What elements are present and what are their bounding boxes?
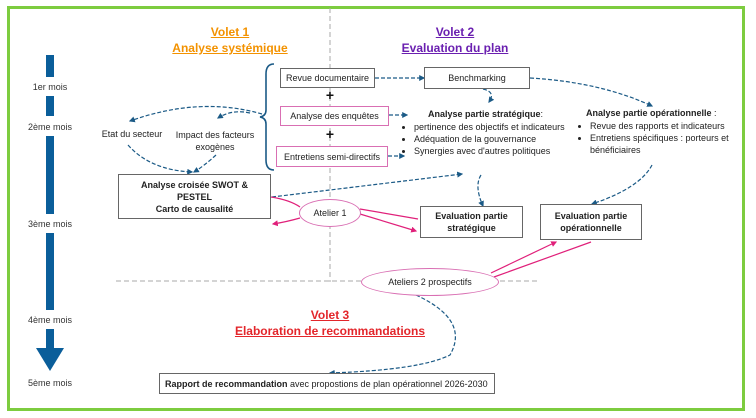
atelier1-ellipse: Atelier 1 [299,199,361,227]
swot-line2: PESTEL [176,191,212,202]
rapport-box: Rapport de recommandation avec propostio… [159,373,495,394]
arrow-benchmarking-operationnelle [529,77,654,107]
ateliers2-ellipse: Ateliers 2 prospectifs [361,268,499,296]
month-label: 1er mois [32,82,68,92]
arrow-strategique-eval [477,174,484,208]
etat-secteur-label: Etat du secteur [101,129,163,139]
arrow-swot-strategique [271,171,464,198]
arrow-operationnelle-eval [590,164,653,206]
source-brace [259,63,275,171]
revue-documentaire-box: Revue documentaire [280,68,375,88]
operationnelle-heading-suffix: : [711,108,717,118]
swot-pestel-box: Analyse croisée SWOT & PESTEL Carto de c… [118,174,271,219]
volet2-label: Volet 2 [435,25,475,39]
eval-strat-line2: stratégique [447,223,496,233]
rapport-description: avec propostions de plan opérationnel 20… [287,378,488,389]
analyse-enquetes-box: Analyse des enquêtes [280,106,389,126]
timeline-bar [46,233,54,310]
timeline-bar [46,329,54,349]
month-label: 2ème mois [27,122,72,132]
rapport-title: Rapport de recommandation [165,378,288,389]
eval-oper-line2: opérationnelle [560,223,622,233]
evaluation-strategique-box: Evaluation partie stratégique [420,206,523,238]
list-item: Adéquation de la gouvernance [414,133,574,145]
eval-oper-line1: Evaluation partie [554,211,628,221]
strategique-heading-text: Analyse partie stratégique [428,109,541,119]
list-item: Entretiens spécifiques : porteurs et bén… [590,132,740,156]
strategique-list: pertinence des objectifs et indicateurs … [402,121,574,157]
list-item: Synergies avec d'autres politiques [414,145,574,157]
operationnelle-heading: Analyse partie opérationnelle : [586,108,717,118]
volet1-title: Volet 1 Analyse systémique [160,24,300,56]
plus-icon: + [325,126,335,142]
strategique-heading-suffix: : [540,109,544,119]
list-item: Revue des rapports et indicateurs [590,120,740,132]
volet2-subtitle: Evaluation du plan [401,41,509,55]
arrow-ateliers2-rapport [328,294,456,376]
swot-line3: Carto de causalité [155,203,234,214]
timeline-bar [46,55,54,77]
benchmarking-box: Benchmarking [424,67,530,89]
month-label: 5ème mois [27,378,72,388]
operationnelle-list: Revue des rapports et indicateurs Entret… [578,120,740,156]
link-ateliers2-eval-oper [493,241,592,278]
volet1-label: Volet 1 [210,25,250,39]
timeline-bar [46,136,54,214]
volet3-subtitle: Elaboration de recommandations [234,324,426,338]
arrow-benchmarking-strategique [482,88,495,103]
volet3-title: Volet 3 Elaboration de recommandations [220,307,440,339]
plus-icon: + [325,87,335,103]
strategique-heading: Analyse partie stratégique: [428,109,543,119]
month-label: 4ème mois [27,315,72,325]
entretiens-box: Entretiens semi-directifs [276,146,388,167]
link-swot-atelier1 [270,196,301,208]
month-label: 3ème mois [27,219,72,229]
arrow-impact-swot [192,154,217,173]
swot-line1: Analyse croisée SWOT & [140,179,249,190]
arrow-atelier1-eval [359,213,418,233]
arrow-brace-impact [216,111,251,119]
arrow-brace-etat [128,105,263,123]
list-item: pertinence des objectifs et indicateurs [414,121,574,133]
impact-facteurs-label: Impact des facteurs exogènes [170,129,260,153]
volet1-subtitle: Analyse systémique [172,41,288,55]
eval-strat-line1: Evaluation partie [435,211,508,221]
timeline-bar [46,96,54,116]
impact-line2: exogènes [195,142,235,152]
operationnelle-heading-text: Analyse partie opérationnelle [586,108,712,118]
evaluation-operationnelle-box: Evaluation partie opérationnelle [540,204,642,240]
diagram-frame [7,6,745,411]
volet2-title: Volet 2 Evaluation du plan [390,24,520,56]
arrow-ateliers2-eval-oper [490,241,558,274]
arrow-etat-swot [127,144,194,175]
arrow-atelier1-swot [271,217,301,227]
volet3-label: Volet 3 [310,308,350,322]
link-atelier1-eval [359,208,419,220]
impact-line1: Impact des facteurs [175,130,255,140]
